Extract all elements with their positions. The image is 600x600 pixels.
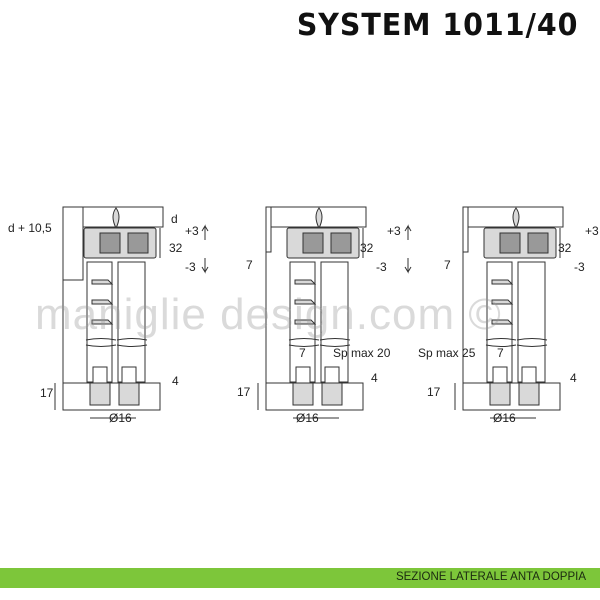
screw [91, 299, 114, 305]
break-line [288, 338, 320, 347]
wall-plate [62, 206, 84, 281]
dim-diameter: Ø16 [296, 411, 319, 425]
dim-spacing: 7 [497, 346, 504, 360]
footer-caption: SEZIONE LATERALE ANTA DOPPIA [395, 571, 586, 583]
dim-floor: 17 [40, 386, 54, 400]
floor-guide [324, 366, 340, 384]
floor [462, 382, 561, 411]
screw [491, 279, 514, 285]
screw [294, 299, 317, 305]
screw [491, 319, 514, 325]
guide-insert [89, 382, 111, 406]
screw [294, 319, 317, 325]
roller [99, 232, 121, 254]
brush-seal [315, 207, 323, 229]
brush-seal [112, 207, 120, 229]
roller [302, 232, 324, 254]
roller [499, 232, 521, 254]
roller [527, 232, 549, 254]
dim-side: 7 [444, 258, 451, 272]
guide-insert [518, 382, 540, 406]
floor [62, 382, 161, 411]
footer-bar: SEZIONE LATERALE ANTA DOPPIA [0, 568, 600, 588]
dim-plus: +3 [387, 224, 401, 238]
break-line [116, 338, 148, 347]
dim-gap: 4 [570, 371, 577, 385]
dim-diameter: Ø16 [493, 411, 516, 425]
adjust-arrows-icon [201, 224, 209, 274]
dim-sp-max: Sp max 25 [418, 346, 476, 360]
guide-insert [292, 382, 314, 406]
floor-guide [492, 366, 508, 384]
door-panel [517, 261, 546, 383]
guide-insert [489, 382, 511, 406]
door-panel [117, 261, 146, 383]
break-line [319, 338, 351, 347]
screw [91, 279, 114, 285]
dim-d-offset: d + 10,5 [8, 221, 52, 235]
floor-guide [521, 366, 537, 384]
roller [127, 232, 149, 254]
dim-plus: +3 [185, 224, 199, 238]
dim-diameter: Ø16 [109, 411, 132, 425]
floor-guide [121, 366, 137, 384]
floor-guide [92, 366, 108, 384]
dim-minus: -3 [376, 260, 387, 274]
dim-height: 32 [169, 241, 183, 255]
screw [294, 279, 317, 285]
dim-gap: 4 [172, 374, 179, 388]
guide-insert [321, 382, 343, 406]
diagram-geometry [54, 206, 564, 419]
roller [330, 232, 352, 254]
dim-height: 32 [558, 241, 572, 255]
break-line [485, 338, 517, 347]
break-line [85, 338, 117, 347]
dim-side: 7 [246, 258, 253, 272]
dim-d: d [171, 212, 178, 226]
wall-plate [462, 206, 469, 253]
system-title: SYSTEM 1011/40 [296, 8, 578, 43]
brush-seal [512, 207, 520, 229]
wall-plate [265, 206, 272, 253]
adjust-arrows-icon [404, 224, 412, 274]
screw [91, 319, 114, 325]
screw [491, 299, 514, 305]
dim-minus: -3 [185, 260, 196, 274]
dim-plus: +3 [585, 224, 599, 238]
dim-gap: 4 [371, 371, 378, 385]
dim-sp-max: Sp max 20 [333, 346, 391, 360]
dim-height: 32 [360, 241, 374, 255]
door-panel [320, 261, 349, 383]
dim-minus: -3 [574, 260, 585, 274]
guide-insert [118, 382, 140, 406]
break-line [516, 338, 548, 347]
floor-guide [295, 366, 311, 384]
dim-floor: 17 [237, 385, 251, 399]
floor [265, 382, 364, 411]
dim-spacing: 7 [299, 346, 306, 360]
dim-floor: 17 [427, 385, 441, 399]
